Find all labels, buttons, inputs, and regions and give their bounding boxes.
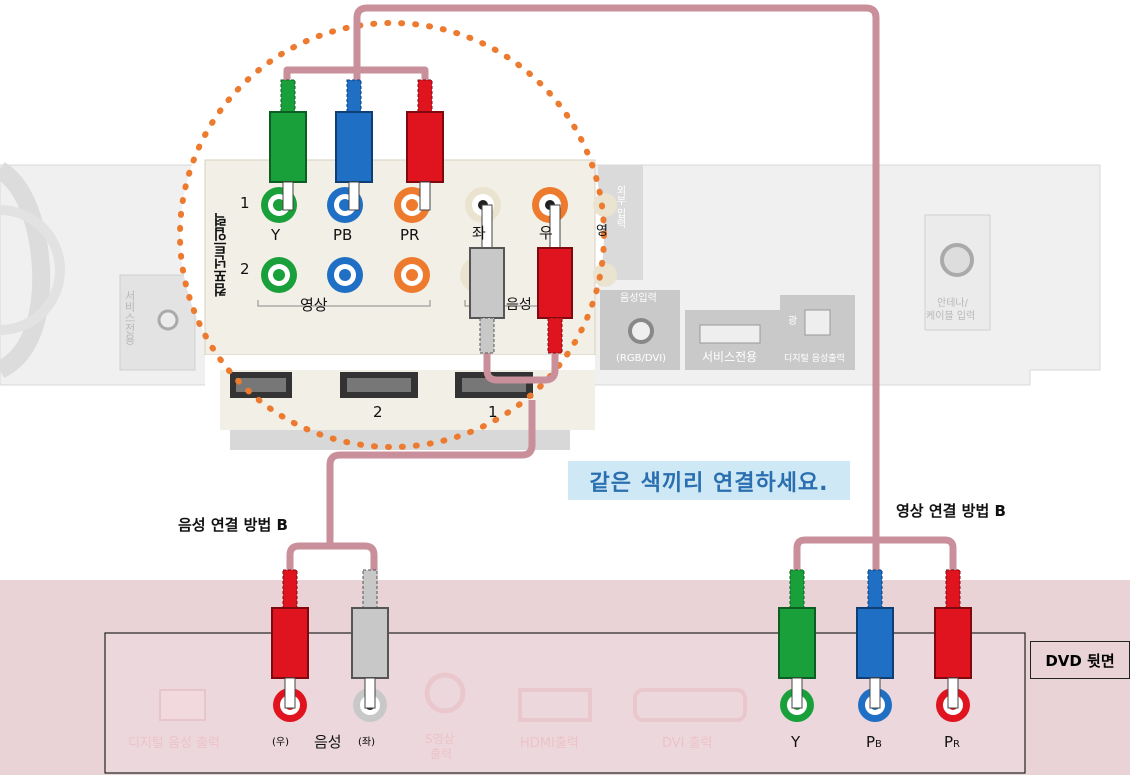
tv-video-label: 영상 xyxy=(300,296,328,314)
tv-hdmi2-label: 2 xyxy=(373,403,383,421)
tv-pr-label: PR xyxy=(400,226,420,244)
dvd-dvi-out-label: DVI 출력 xyxy=(662,736,713,751)
tv-hdmi1-label: 1 xyxy=(488,403,498,421)
dvd-pr-label: PR xyxy=(944,733,960,751)
dvd-plugs xyxy=(271,569,972,709)
tv-audio-plugs xyxy=(469,204,573,354)
video-method-title: 영상 연결 방법 B xyxy=(896,502,1006,520)
tv-service-only-label: 서비스전용 xyxy=(702,350,758,364)
dvd-y-label: Y xyxy=(791,733,801,751)
dvd-pb-label: PB xyxy=(866,733,882,751)
dvd-left-label: (좌) xyxy=(358,737,376,748)
tv-service-side-label: 서비스전용 xyxy=(123,290,136,345)
tv-component-input-label: 컴포넌트입력 xyxy=(213,213,229,297)
tv-right-label: 우 xyxy=(539,224,553,242)
tv-component-plugs xyxy=(269,79,444,211)
tv-audio-input-label: 음성입력 xyxy=(620,293,657,304)
tv-optical-label: 광 xyxy=(788,316,798,327)
tv-antenna-label-1: 안테나/ xyxy=(937,298,968,309)
tv-row1-label: 1 xyxy=(240,194,250,212)
dvd-svideo-label-2: 출력 xyxy=(430,747,453,761)
tv-y-label: Y xyxy=(271,226,281,244)
dvd-rear-tag: DVD 뒷면 xyxy=(1030,641,1130,679)
audio-method-title: 음성 연결 방법 B xyxy=(178,516,288,534)
dvd-svideo-label-1: S영상 xyxy=(425,732,455,746)
tv-row2-label: 2 xyxy=(240,260,250,278)
dvd-right-label: (우) xyxy=(272,737,290,748)
dvd-digital-audio-out-label: 디지털 음성 출력 xyxy=(128,736,220,751)
dvd-audio-label: 음성 xyxy=(314,733,342,751)
tv-digital-audio-out-label: 디지털 음성출력 xyxy=(784,354,845,364)
tv-video-vertical-label: 영 xyxy=(596,224,608,239)
tv-antenna-label-2: 케이블 입력 xyxy=(926,311,976,322)
tv-pb-label: PB xyxy=(333,226,353,244)
same-color-hint: 같은 색끼리 연결하세요. xyxy=(568,461,850,500)
tv-left-label: 좌 xyxy=(472,224,486,242)
dvd-hdmi-out-label: HDMI출력 xyxy=(520,736,579,751)
tv-av-input-label: 외부 입력 xyxy=(614,185,625,229)
tv-audio-label: 음성 xyxy=(506,297,532,313)
tv-rgb-dvi-label: (RGB/DVI) xyxy=(616,353,667,364)
